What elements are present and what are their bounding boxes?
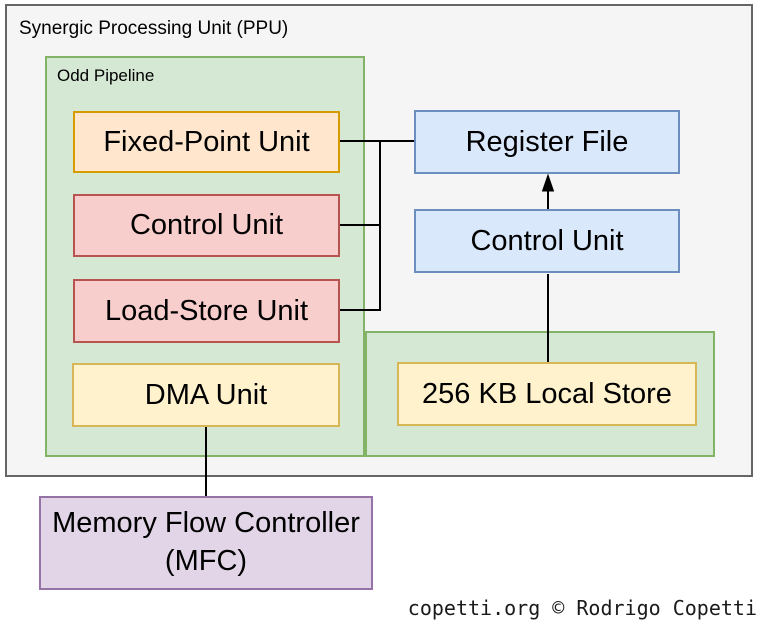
node-memory-flow-controller: Memory Flow Controller (MFC) (39, 496, 373, 590)
node-control-unit-odd-pipeline: Control Unit (73, 194, 340, 257)
watermark-credit: copetti.org © Rodrigo Copetti (407, 596, 757, 620)
node-load-store-unit: Load-Store Unit (73, 279, 340, 343)
ppu-title: Synergic Processing Unit (PPU) (19, 18, 289, 39)
node-fixed-point-unit: Fixed-Point Unit (73, 111, 340, 173)
node-local-store-label: 256 KB Local Store (422, 377, 672, 410)
node-local-store: 256 KB Local Store (397, 362, 697, 426)
node-control-unit-odd-pipeline-label: Control Unit (129, 209, 284, 241)
node-control-unit-spu-label: Control Unit (470, 224, 624, 257)
node-fixed-point-unit-label: Fixed-Point Unit (103, 125, 310, 158)
node-dma-unit-label: DMA Unit (144, 378, 268, 411)
node-register-file: Register File (414, 110, 680, 174)
node-register-file-label: Register File (465, 125, 629, 158)
node-control-unit-spu: Control Unit (414, 209, 680, 273)
node-dma-unit: DMA Unit (72, 363, 340, 427)
node-mfc-label-line1: Memory Flow Controller (52, 507, 360, 540)
node-mfc-label-line2: (MFC) (164, 545, 248, 577)
odd-pipeline-label: Odd Pipeline (57, 66, 155, 85)
node-load-store-unit-label: Load-Store Unit (104, 294, 309, 327)
